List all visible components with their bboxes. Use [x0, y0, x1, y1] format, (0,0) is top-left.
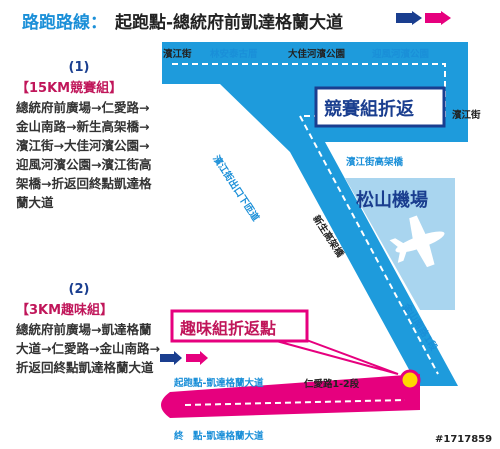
header-title: 路跑路線： [22, 13, 107, 33]
section-1-number: (1) [68, 60, 90, 75]
fun-route [161, 374, 420, 418]
section-1-route: 總統府前廣場→仁愛路→金山南路→新生高架橋→濱江街→大佳河濱公園→迎風河濱公園→… [16, 100, 152, 210]
start-arrows-icon [160, 351, 208, 365]
race-route [162, 42, 468, 386]
label-finish: 終 點-凱達格蘭大道 [174, 431, 264, 442]
turnaround-circle-icon [399, 369, 421, 391]
header-subtitle: 起跑點-總統府前凱達格蘭大道 [115, 13, 344, 33]
section-1-heading: 【15KM競賽組】 [16, 81, 123, 96]
label-renai: 仁愛路1-2段 [304, 379, 360, 390]
race-turnaround-box [314, 86, 446, 128]
fun-turnaround-box [170, 309, 309, 343]
airplane-icon [389, 215, 445, 268]
label-linan: 林安泰古厝 [210, 49, 258, 60]
header-arrows-icon [396, 11, 451, 25]
label-start: 起跑點-凱達格蘭大道 [174, 378, 264, 389]
fun-turnaround-label: 趣味組折返點 [180, 319, 277, 338]
section-2-route: 總統府前廣場→凱達格蘭大道→仁愛路→金山南路→折返回終點凱達格蘭大道 [16, 322, 160, 375]
label-binjiang-bridge: 濱江街高架橋 [346, 157, 404, 168]
label-binjiang-left: 濱江街 [163, 49, 192, 60]
label-binjiang-right: 濱江街 [452, 110, 481, 121]
section-2-number: (2) [68, 282, 90, 297]
fun-route-dashes [184, 399, 406, 406]
race-turnaround-label: 競賽組折返 [324, 99, 414, 120]
airport-label: 松山機場 [356, 190, 428, 211]
watermark: #1717859 [435, 434, 493, 445]
label-yingfeng: 迎風河濱公園 [372, 49, 430, 60]
label-dajia: 大佳河濱公園 [288, 49, 346, 60]
section-2-heading: 【3KM趣味組】 [16, 303, 114, 318]
